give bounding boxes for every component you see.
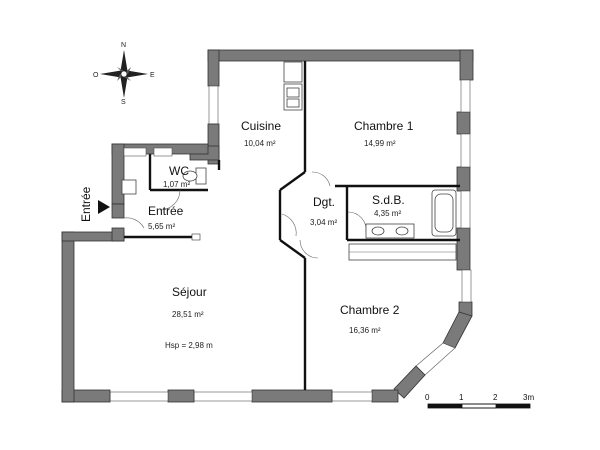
exterior-wall-right-1 (459, 49, 474, 81)
chambre1-door-arc (311, 171, 331, 187)
entry-label: Entrée (79, 186, 93, 222)
wall-dgt-top-left (279, 171, 306, 191)
room-area-chambre2: 16,36 m² (349, 326, 381, 335)
toilet-icon (182, 167, 207, 185)
window-right-3 (460, 190, 471, 229)
room-area-chambre1: 14,99 m² (364, 139, 396, 148)
exterior-wall-bottom-3 (167, 389, 195, 403)
dgt-door-arc (281, 213, 297, 237)
window-right-4 (461, 269, 472, 303)
bathtub-icon (431, 189, 457, 237)
scale-bar (427, 403, 531, 409)
window-bottom-2 (193, 391, 253, 402)
compass-south-label: S (121, 99, 126, 106)
exterior-wall-bottom-2 (251, 389, 333, 403)
room-area-sejour: 28,51 m² (172, 310, 204, 319)
exterior-wall-entry-left-2 (111, 203, 125, 219)
room-name-dgt: Dgt. (313, 195, 335, 209)
window-bottom-3 (109, 391, 169, 402)
room-area-wc: 1,07 m² (163, 180, 190, 189)
exterior-wall-bottom-1 (371, 389, 399, 403)
room-name-wc: WC (169, 164, 189, 178)
entry-door-arc (123, 217, 145, 229)
room-area-entree: 5,65 m² (148, 222, 175, 231)
room-name-sdb: S.d.B. (372, 193, 405, 207)
window-wc-1 (123, 147, 147, 157)
exterior-wall-right-4 (456, 227, 471, 271)
exterior-wall-left (61, 231, 75, 403)
exterior-wall-entry-left (111, 143, 125, 205)
room-area-dgt: 3,04 m² (310, 218, 337, 227)
boiler-icon (121, 179, 137, 195)
kitchen-sink-icon (283, 83, 303, 111)
kitchen-counter (283, 61, 303, 83)
room-name-sejour: Séjour (172, 285, 207, 299)
exterior-wall-right-3 (456, 166, 471, 192)
window-corner (415, 342, 456, 376)
exterior-wall-entry-left-3 (111, 227, 125, 242)
window-bottom-1 (331, 391, 373, 402)
exterior-wall-kitchen-left (207, 49, 220, 87)
room-area-sdb: 4,35 m² (374, 209, 401, 218)
window-right-2 (460, 133, 471, 168)
exterior-wall-corner-1 (442, 311, 473, 349)
chambre2-door-arc (299, 239, 319, 259)
washbasin-icon (365, 223, 415, 239)
entry-arrow-icon (98, 200, 110, 214)
room-name-chambre1: Chambre 1 (354, 119, 414, 133)
scale-tick-2: 2 (493, 393, 498, 402)
exterior-wall-right-2 (456, 111, 471, 135)
exterior-wall-corner-2 (393, 365, 426, 399)
scale-tick-1: 1 (459, 393, 464, 402)
compass-east-label: E (150, 72, 155, 79)
room-name-entree: Entrée (148, 204, 184, 218)
wall-dgt-bottom-left (279, 239, 306, 259)
sdb-door-arc (347, 211, 367, 233)
window-kitchen (208, 85, 219, 125)
ceiling-height-note: Hsp = 2,98 m (165, 341, 213, 350)
room-name-chambre2: Chambre 2 (340, 303, 400, 317)
scale-tick-3: 3m (523, 393, 534, 402)
window-wc-2 (153, 147, 173, 157)
compass-west-label: O (93, 72, 99, 79)
window-right-1 (460, 79, 471, 113)
scale-tick-0: 0 (425, 393, 430, 402)
exterior-wall-top (207, 49, 474, 62)
compass-rose-icon (100, 50, 148, 98)
wc-door-arc (159, 189, 181, 211)
wall-post (191, 233, 201, 241)
room-name-cuisine: Cuisine (241, 119, 281, 133)
compass-north-label: N (121, 42, 126, 49)
room-area-cuisine: 10,04 m² (244, 139, 276, 148)
